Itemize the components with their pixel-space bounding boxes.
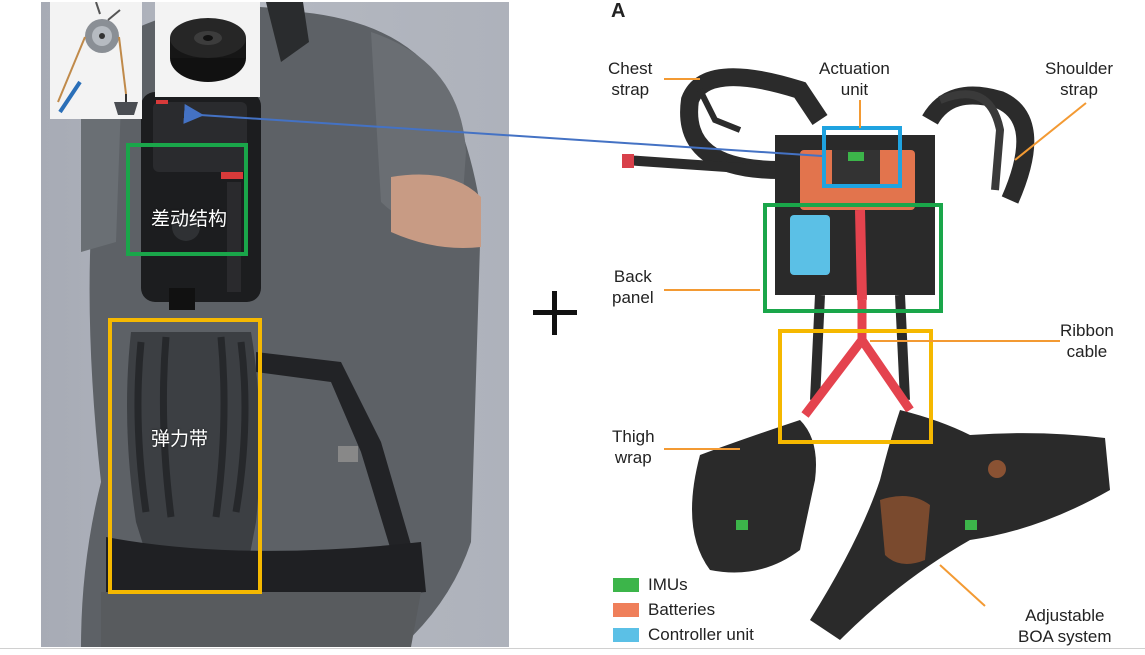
legend-label-controller: Controller unit bbox=[648, 625, 754, 644]
legend-swatch-batteries bbox=[613, 603, 639, 617]
legend-swatch-controller bbox=[613, 628, 639, 642]
legend-label-imus: IMUs bbox=[648, 575, 688, 594]
pulley-icon bbox=[57, 2, 138, 115]
motor-icon bbox=[170, 18, 246, 82]
pulley-diagram-thumbnail bbox=[50, 2, 142, 119]
motor-thumbnail bbox=[155, 2, 260, 97]
differential-structure-highlight bbox=[126, 143, 248, 256]
differential-structure-label: 差动结构 bbox=[151, 208, 228, 230]
actuation-unit-highlight bbox=[822, 126, 902, 188]
elastic-band-label: 弹力带 bbox=[151, 428, 209, 450]
ribbon-highlight bbox=[778, 329, 933, 444]
panel-letter: A bbox=[611, 0, 626, 22]
elastic-band-highlight bbox=[108, 318, 262, 594]
plus-sign-icon bbox=[531, 290, 579, 338]
exosuit-photo: 差动结构 弹力带 bbox=[41, 2, 509, 647]
legend-swatch-imus bbox=[613, 578, 639, 592]
exosuit-diagram-illustration bbox=[622, 68, 1110, 640]
back-panel-highlight bbox=[763, 203, 943, 313]
bottom-divider bbox=[0, 648, 1145, 649]
legend-label-batteries: Batteries bbox=[648, 600, 716, 619]
